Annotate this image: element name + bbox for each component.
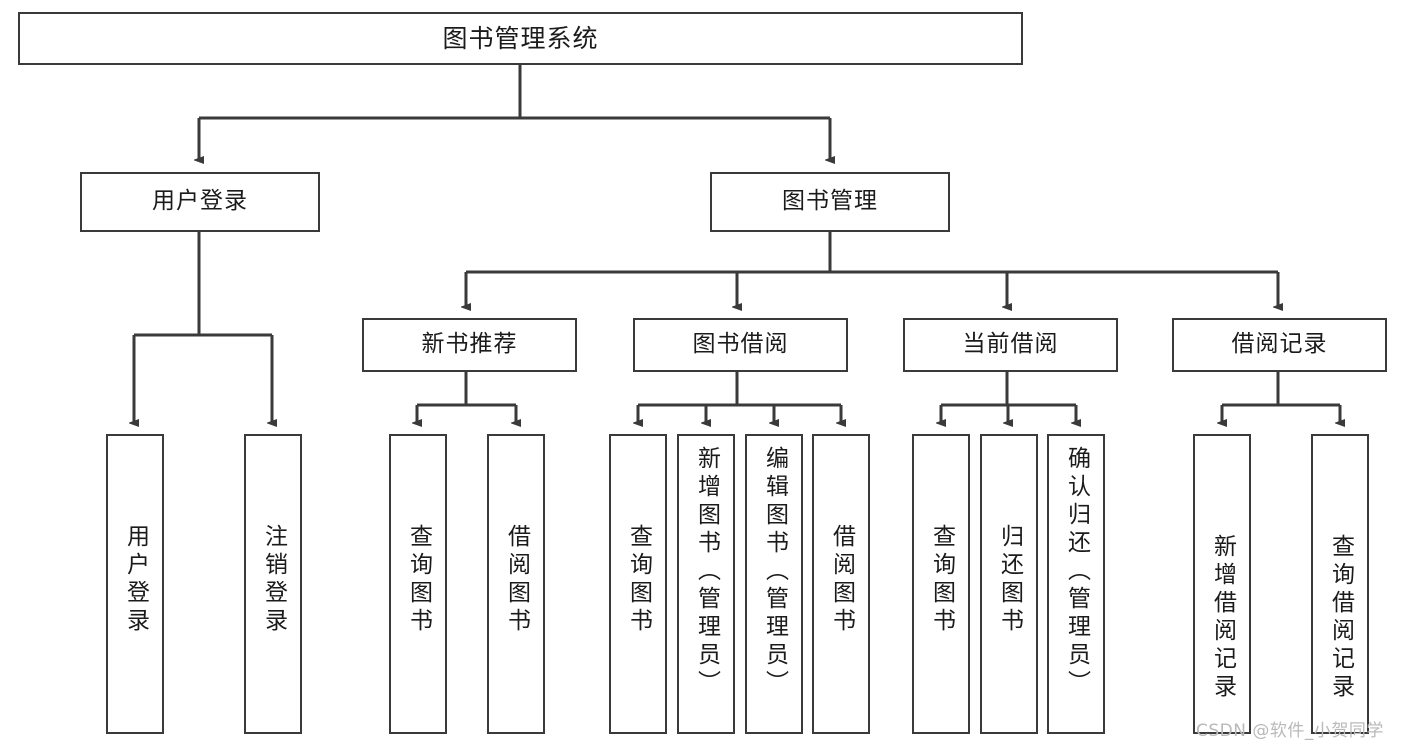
node-borrow-record[interactable]: 借阅记录 bbox=[1172, 318, 1387, 372]
leaf-borrow-book-1[interactable]: 借阅图书 bbox=[487, 434, 545, 734]
node-user-login-label: 用户登录 bbox=[152, 188, 248, 215]
leaf-query-book-2-label: 查询图书 bbox=[625, 524, 652, 636]
node-new-book-rec-label: 新书推荐 bbox=[421, 331, 518, 358]
leaf-return-book-label: 归还图书 bbox=[996, 524, 1023, 636]
leaf-borrow-book-1-label: 借阅图书 bbox=[503, 524, 530, 636]
leaf-add-borrow-record[interactable]: 新增借阅记录 bbox=[1193, 434, 1251, 734]
leaf-query-book-2[interactable]: 查询图书 bbox=[609, 434, 667, 734]
node-book-borrow[interactable]: 图书借阅 bbox=[633, 318, 848, 372]
leaf-borrow-book-2-label: 借阅图书 bbox=[828, 524, 855, 636]
leaf-query-book-1[interactable]: 查询图书 bbox=[389, 434, 447, 734]
node-user-login[interactable]: 用户登录 bbox=[80, 172, 320, 232]
leaf-logout-login-label: 注销登录 bbox=[260, 524, 287, 636]
leaf-user-login-label: 用户登录 bbox=[122, 524, 149, 636]
leaf-return-book[interactable]: 归还图书 bbox=[980, 434, 1038, 734]
node-book-manage-label: 图书管理 bbox=[782, 188, 878, 215]
leaf-confirm-return-admin-label: 确认归还（管理员） bbox=[1063, 446, 1090, 698]
leaf-query-borrow-record[interactable]: 查询借阅记录 bbox=[1311, 434, 1369, 734]
node-current-borrow-label: 当前借阅 bbox=[962, 331, 1059, 358]
node-book-manage[interactable]: 图书管理 bbox=[710, 172, 950, 232]
leaf-query-borrow-record-label: 查询借阅记录 bbox=[1327, 534, 1354, 702]
node-current-borrow[interactable]: 当前借阅 bbox=[903, 318, 1118, 372]
leaf-confirm-return-admin[interactable]: 确认归还（管理员） bbox=[1047, 434, 1105, 734]
leaf-edit-book-admin[interactable]: 编辑图书（管理员） bbox=[745, 434, 803, 734]
node-book-borrow-label: 图书借阅 bbox=[692, 331, 789, 358]
leaf-query-book-1-label: 查询图书 bbox=[405, 524, 432, 636]
leaf-query-book-3[interactable]: 查询图书 bbox=[912, 434, 970, 734]
leaf-add-borrow-record-label: 新增借阅记录 bbox=[1209, 534, 1236, 702]
node-new-book-rec[interactable]: 新书推荐 bbox=[362, 318, 577, 372]
leaf-add-book-admin[interactable]: 新增图书（管理员） bbox=[677, 434, 735, 734]
node-root[interactable]: 图书管理系统 bbox=[18, 12, 1023, 65]
leaf-logout-login[interactable]: 注销登录 bbox=[244, 434, 302, 734]
leaf-borrow-book-2[interactable]: 借阅图书 bbox=[812, 434, 870, 734]
node-root-label: 图书管理系统 bbox=[442, 23, 599, 53]
leaf-user-login[interactable]: 用户登录 bbox=[106, 434, 164, 734]
leaf-add-book-admin-label: 新增图书（管理员） bbox=[693, 446, 720, 698]
leaf-edit-book-admin-label: 编辑图书（管理员） bbox=[761, 446, 788, 698]
csdn-watermark: CSDN @软件_小贺同学 bbox=[1196, 721, 1384, 741]
leaf-query-book-3-label: 查询图书 bbox=[928, 524, 955, 636]
node-borrow-record-label: 借阅记录 bbox=[1231, 331, 1328, 358]
